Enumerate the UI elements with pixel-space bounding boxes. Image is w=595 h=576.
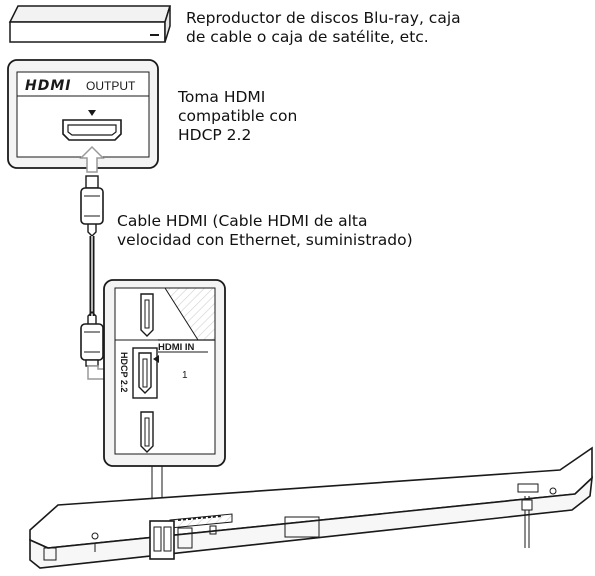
source-device-label: Reproductor de discos Blu-ray, caja de c… xyxy=(186,9,461,47)
hdmi-jack-label: Toma HDMI compatible con HDCP 2.2 xyxy=(178,88,297,145)
soundbar-hdmi-in-panel: HDMI IN HDCP 2.2 1 xyxy=(103,279,226,467)
hdmi-jack-label-line3: HDCP 2.2 xyxy=(178,126,252,144)
hdmi-port-lower xyxy=(140,411,154,453)
hdmi-output-port xyxy=(62,119,122,141)
port-marker-arrow xyxy=(88,110,96,116)
hdmi-cable-label-line2: velocidad con Ethernet, suministrado) xyxy=(117,231,413,249)
source-device-label-line2: de cable o caja de satélite, etc. xyxy=(186,28,429,46)
hdmi-jack-label-line2: compatible con xyxy=(178,107,298,125)
connect-arrow-up xyxy=(79,145,105,173)
port-marker-arrow xyxy=(153,355,159,363)
hdmi-cable-label: Cable HDMI (Cable HDMI de alta velocidad… xyxy=(117,212,413,250)
hdmi-port-upper xyxy=(140,293,154,337)
hdmi-logo: HDMI xyxy=(25,78,71,94)
output-text: OUTPUT xyxy=(86,79,136,93)
hdmi-in-text: HDMI IN xyxy=(158,342,195,353)
hdmi-in-port-1 xyxy=(132,347,158,399)
source-device-label-line1: Reproductor de discos Blu-ray, caja xyxy=(186,9,461,27)
sound-bar xyxy=(29,446,594,569)
hdcp-text: HDCP 2.2 xyxy=(119,352,129,392)
port-number: 1 xyxy=(182,370,188,381)
hdmi-jack-label-line1: Toma HDMI xyxy=(178,88,266,106)
source-device xyxy=(8,5,172,43)
source-hdmi-output-panel: HDMI OUTPUT xyxy=(7,59,159,169)
hdmi-cable xyxy=(80,175,104,367)
hdmi-cable-label-line1: Cable HDMI (Cable HDMI de alta xyxy=(117,212,368,230)
